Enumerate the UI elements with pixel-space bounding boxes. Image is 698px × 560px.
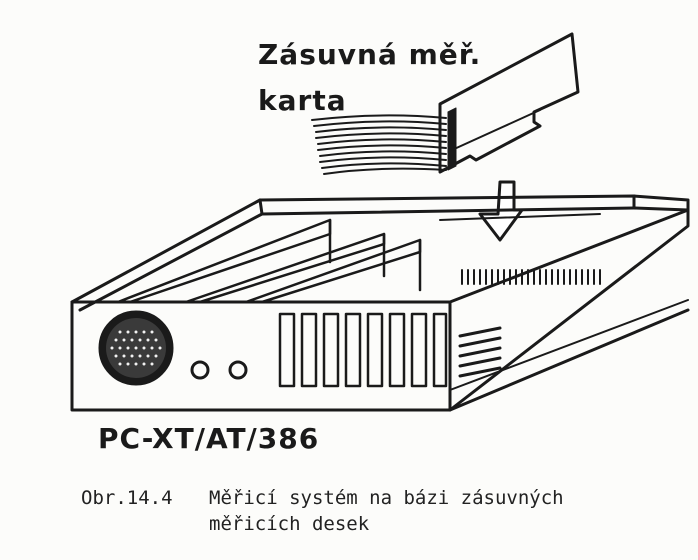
ribbon-cable [311,114,447,175]
indicator-light-1 [190,360,210,380]
card-label-line1: Zásuvná měř. [258,38,482,71]
measurement-card [438,32,580,174]
speaker-grille-icon [98,310,174,386]
caption-line1: Měřicí systém na bázi zásuvných [209,487,564,509]
caption-number: Obr.14.4 [81,487,173,509]
card-label-line2: karta [258,84,347,117]
front-slots [278,312,448,388]
vent-slots [461,269,601,285]
pc-label: PC-XT/AT/386 [98,422,320,455]
pc-chassis [70,194,690,412]
caption-line2: měřicích desek [209,513,370,535]
expansion-cards [458,326,502,378]
indicator-light-2 [228,360,248,380]
